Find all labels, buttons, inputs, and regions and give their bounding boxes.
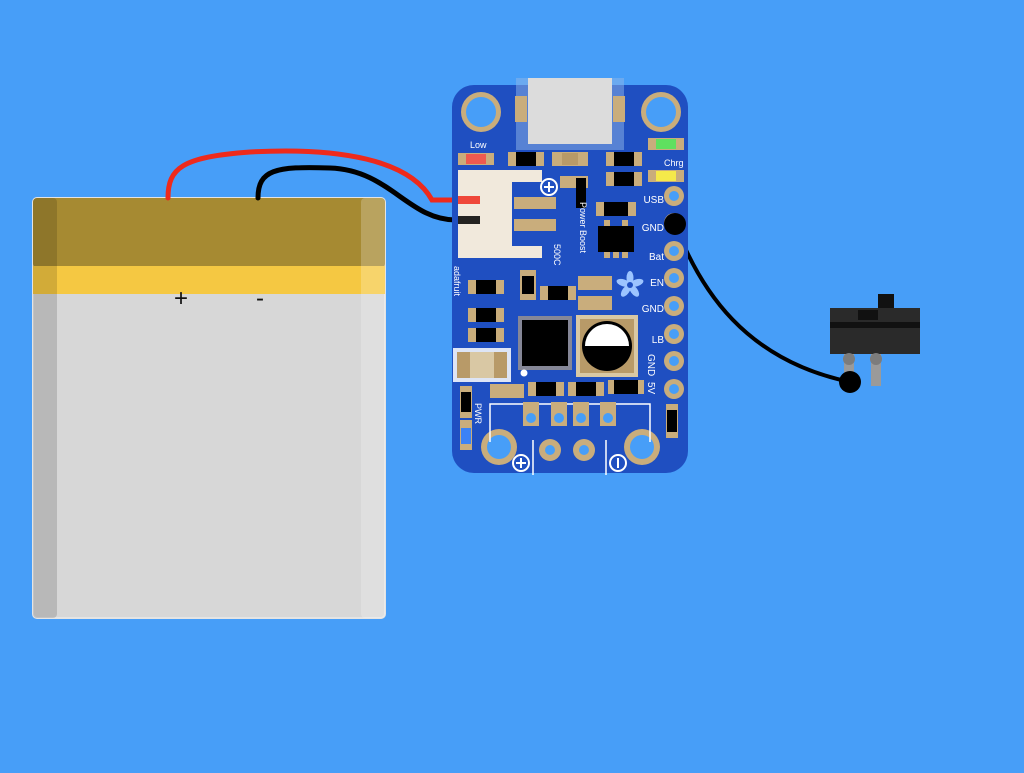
pin-label-gnd-3: GND: [645, 354, 656, 376]
pin-label-usb: USB: [643, 195, 664, 206]
jst-battery-connector[interactable]: [458, 170, 556, 258]
battery-right-edge: [361, 198, 385, 618]
powerboost-board[interactable]: Low Chrg: [452, 78, 688, 475]
adafruit-flower-icon: [616, 271, 644, 297]
pin-label-gnd-2: GND: [642, 304, 664, 315]
usb-a-footprint: [489, 402, 651, 475]
smd-components: [460, 152, 678, 438]
battery-body: [33, 198, 385, 618]
battery-red-wire[interactable]: [165, 148, 459, 203]
usb-minus-symbol-icon: [609, 454, 627, 472]
pin-header: [664, 186, 684, 399]
diode-block: [453, 348, 511, 382]
pwr-led-label: PWR: [473, 403, 483, 424]
pin-label-lb: LB: [652, 335, 665, 346]
green-led: [648, 138, 684, 150]
usb-plus-symbol-icon: [512, 454, 530, 472]
gnd-wire-connection[interactable]: [664, 213, 686, 235]
power-boost-label: Power Boost: [578, 202, 588, 254]
mounting-hole-top-right: [641, 92, 681, 132]
mounting-hole-bottom-right: [624, 429, 660, 465]
battery-plus-label: +: [174, 285, 188, 312]
switch-wire-connection[interactable]: [839, 371, 861, 393]
mounting-hole-top-left: [461, 92, 501, 132]
micro-usb-connector[interactable]: [515, 78, 625, 150]
battery-black-wire[interactable]: [255, 165, 459, 223]
brand-label: adafruit: [452, 266, 462, 297]
chrg-led-label: Chrg: [664, 158, 684, 168]
battery-left-edge: [33, 198, 57, 618]
slide-switch-icon[interactable]: [830, 294, 920, 386]
boost-controller-chip: [518, 316, 572, 377]
chrg-led: [648, 170, 684, 182]
low-led-label: Low: [470, 140, 487, 150]
mounting-hole-bottom-left: [481, 429, 517, 465]
low-led: [458, 153, 494, 165]
battery-top-cap: [33, 198, 385, 268]
pin-label-bat: Bat: [649, 252, 664, 263]
switch-wire[interactable]: [673, 222, 852, 384]
model-label: 500C: [552, 244, 562, 266]
battery-minus-label: -: [256, 285, 264, 312]
inductor: [576, 315, 638, 377]
pwr-led: [460, 420, 472, 450]
plus-symbol-icon: [540, 178, 558, 196]
pin-label-gnd-1: GND: [642, 223, 664, 234]
pin-label-5v: 5V: [645, 382, 656, 395]
battery-label-band: [33, 266, 385, 294]
pin-label-en: EN: [650, 278, 664, 289]
lipo-battery[interactable]: + -: [32, 197, 386, 619]
